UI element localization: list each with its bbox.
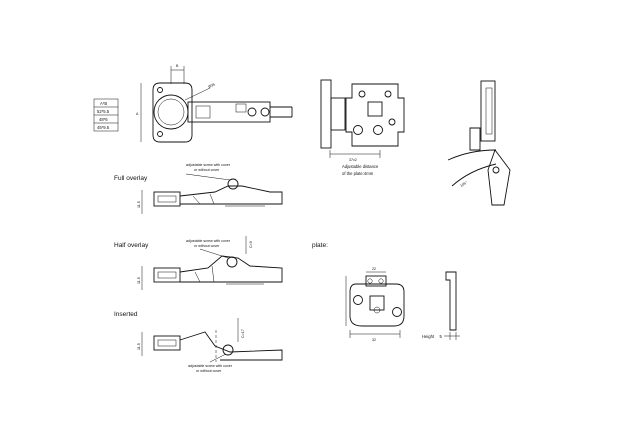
- adjustable-distance-line2: of the plate:4mm: [342, 171, 374, 176]
- full-overlay-label: Full overlay: [114, 175, 148, 182]
- inserted-view: 11.5 C=17 adjustable screw with cover or…: [137, 318, 283, 373]
- screw-note-half-line1: adjustable screw with cover: [186, 239, 231, 243]
- hinge-top-view: A B Ø35: [136, 64, 293, 143]
- adjustable-distance-line1: Adjustable distance: [342, 164, 379, 169]
- table-row: 48*6: [99, 117, 108, 122]
- full-overlay-view: 11.5 adjustable screw with cover or with…: [137, 163, 283, 214]
- dim-22-label: 22: [372, 267, 376, 271]
- dimension-table: A*B 52*5.5 48*6 45*9.5: [93, 98, 119, 132]
- dim-32-label: 32: [372, 338, 376, 342]
- screw-note-line2: or without cover: [194, 168, 220, 172]
- table-row: 52*5.5: [97, 109, 110, 114]
- dim-c17-label: C=17: [241, 329, 245, 338]
- dim-r35-label: Ø35: [208, 82, 216, 88]
- half-overlay-label: Half overlay: [114, 242, 149, 249]
- inserted-label: Inserted: [114, 311, 138, 318]
- dim-11-5-label: 11.5: [137, 201, 141, 208]
- dim-b-label: B: [176, 64, 179, 68]
- dim-11-5-label-half: 11.5: [137, 277, 141, 284]
- dim-a-label: A: [136, 112, 139, 116]
- screw-note-ins-line1: adjustable screw with cover: [188, 364, 233, 368]
- table-header: A*B: [100, 101, 107, 106]
- half-overlay-view: 11.5 C=9 adjustable screw with cover or …: [137, 236, 283, 290]
- mounting-plate-view: 37x2 Adjustable distance of the plate:4m…: [320, 79, 405, 176]
- hinge-side-view: 105°: [447, 80, 511, 206]
- plate-detail-side: Height 5: [422, 271, 460, 340]
- dim-11-5-label-ins: 11.5: [137, 343, 141, 350]
- table-row: 45*9.5: [97, 125, 110, 130]
- screw-note-ins-line2: or without cover: [196, 369, 222, 373]
- screw-note-half-line2: or without cover: [194, 244, 220, 248]
- dim-37x2-label: 37x2: [349, 158, 357, 162]
- dim-c9-label: C=9: [249, 241, 253, 248]
- dim-angle-label: 105°: [460, 180, 469, 187]
- plate-detail-front: 22 32: [345, 267, 405, 342]
- plate-label: plate:: [312, 242, 328, 249]
- height-label: Height 5: [422, 334, 442, 339]
- screw-note-line1: adjustable screw with cover: [186, 163, 231, 167]
